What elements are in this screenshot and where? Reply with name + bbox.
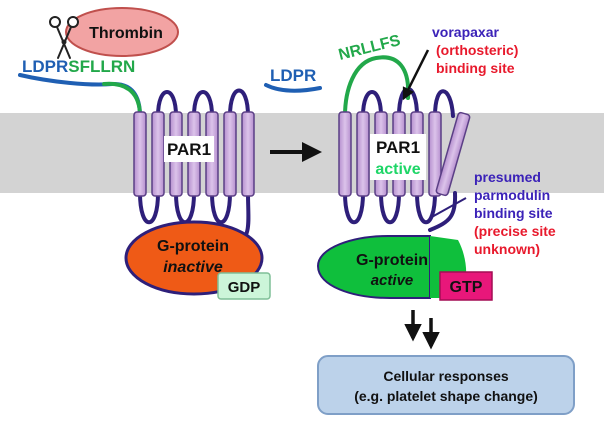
vorapaxar-line3: binding site xyxy=(436,60,515,76)
thrombin-ellipse xyxy=(65,7,179,57)
parmodulin-pointer xyxy=(429,197,467,219)
parmodulin-line1: presumed xyxy=(474,169,541,185)
right-gtp-label: GTP xyxy=(450,279,483,296)
left-tethered-segment xyxy=(102,81,142,118)
left-gprotein-name: G-protein xyxy=(157,238,229,255)
right-receptor-label-box xyxy=(370,134,426,180)
vorapaxar-line2: (orthosteric) xyxy=(436,42,518,58)
left-helices xyxy=(133,111,255,197)
parmodulin-line3: binding site xyxy=(474,205,553,221)
thrombin-label: Thrombin xyxy=(89,25,163,42)
parmodulin-line5: unknown) xyxy=(474,241,540,257)
vorapaxar-pointer xyxy=(402,49,430,101)
right-gprotein xyxy=(316,235,431,299)
parmodulin-line2: parmodulin xyxy=(474,187,550,203)
left-gprotein-state: inactive xyxy=(163,259,223,276)
scissors-icon xyxy=(49,16,79,59)
vorapaxar-line1: vorapaxar xyxy=(432,24,499,40)
right-receptor-loops xyxy=(343,87,458,232)
right-cleaved-fragment xyxy=(264,83,322,93)
left-tail-blue: LDPR xyxy=(22,57,68,76)
right-gprotein-name: G-protein xyxy=(356,252,428,269)
response-line2: (e.g. platelet shape change) xyxy=(354,388,538,404)
right-gprotein-state: active xyxy=(371,272,414,289)
response-line1: Cellular responses xyxy=(383,368,508,384)
right-receptor-state: active xyxy=(375,161,420,178)
right-gtp-box xyxy=(439,271,493,301)
right-cleaved-text: LDPR xyxy=(270,66,316,85)
left-receptor-label: PAR1 xyxy=(167,140,211,159)
left-tail-green: SFLLRN xyxy=(68,57,135,76)
parmodulin-annotation: presumed parmodulin binding site (precis… xyxy=(474,169,556,257)
parmodulin-line4: (precise site xyxy=(474,223,556,239)
right-receptor-label: PAR1 xyxy=(376,138,420,157)
cellular-response-box xyxy=(317,355,575,415)
vorapaxar-annotation: vorapaxar (orthosteric) binding site xyxy=(432,24,518,76)
left-gdp-box xyxy=(217,272,271,300)
left-n-terminal-tail xyxy=(18,73,142,118)
right-tethered-ligand xyxy=(343,55,411,118)
left-tail-text: LDPRSFLLRN xyxy=(22,57,135,76)
left-receptor-label-box xyxy=(164,136,214,162)
left-gdp-label: GDP xyxy=(228,279,261,296)
